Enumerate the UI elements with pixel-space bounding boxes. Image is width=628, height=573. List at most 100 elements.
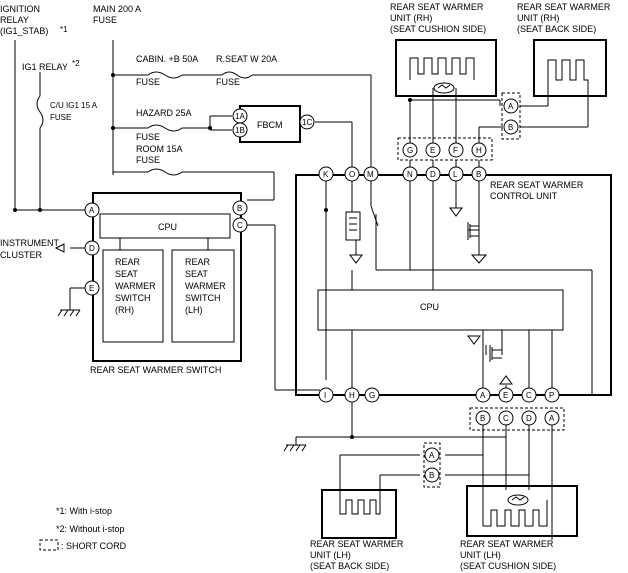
switch-title: REAR SEAT WARMER SWITCH — [90, 365, 221, 375]
svg-text:(LH): (LH) — [185, 305, 203, 315]
fbcm-box: FBCM — [239, 105, 301, 143]
svg-text:*2: *2 — [72, 59, 80, 68]
svg-text:(SEAT CUSHION SIDE): (SEAT CUSHION SIDE) — [390, 24, 486, 34]
svg-text:FBCM: FBCM — [257, 120, 283, 130]
rh-connectors: G E F H A B — [402, 98, 519, 158]
svg-text:H: H — [476, 146, 482, 155]
svg-text:INSTRUMENT: INSTRUMENT — [0, 238, 59, 248]
svg-text:F: F — [453, 146, 458, 155]
svg-text:H: H — [349, 391, 355, 400]
switch-connectors: A B C D E — [84, 200, 248, 296]
room-fuse-label: ROOM 15A FUSE — [136, 144, 183, 165]
svg-text:C/U IG1 15 A: C/U IG1 15 A — [50, 101, 98, 110]
hazard-fuse-label: HAZARD 25A FUSE — [136, 108, 192, 142]
lh-connectors: B C D A A B — [424, 410, 560, 483]
svg-text:*1: With i-stop: *1: With i-stop — [56, 506, 112, 516]
instrument-cluster-label: INSTRUMENT CLUSTER — [0, 238, 65, 260]
rseat-fuse-label: R.SEAT W 20A FUSE — [216, 54, 277, 87]
wires — [14, 40, 593, 540]
svg-text:SWITCH: SWITCH — [185, 293, 221, 303]
svg-text:SEAT: SEAT — [115, 269, 138, 279]
svg-text:D: D — [526, 414, 532, 423]
svg-text:REAR SEAT WARMER: REAR SEAT WARMER — [390, 2, 484, 12]
power-arrow-icon — [499, 375, 513, 385]
svg-text:SEAT: SEAT — [185, 269, 208, 279]
transistor-icon-1 — [467, 222, 488, 264]
svg-text:1A: 1A — [235, 112, 245, 121]
lh-short-cord — [423, 407, 565, 488]
svg-text:REAR: REAR — [115, 257, 141, 267]
svg-text:D: D — [89, 244, 95, 253]
ignition-relay-label: IGNITION RELAY (IG1_STAB) *1 — [0, 4, 68, 36]
svg-text:CONTROL UNIT: CONTROL UNIT — [490, 191, 558, 201]
svg-text:IGNITION: IGNITION — [0, 4, 40, 14]
svg-text:REAR SEAT WARMER: REAR SEAT WARMER — [490, 180, 584, 190]
junction-dots — [13, 73, 412, 439]
cu-fuse-label: C/U IG1 15 A FUSE — [50, 101, 98, 122]
rh-short-cord — [397, 92, 521, 161]
rh-back-label: REAR SEAT WARMER UNIT (RH) (SEAT BACK SI… — [517, 2, 611, 34]
svg-text:FUSE: FUSE — [216, 77, 240, 87]
svg-text:: SHORT CORD: : SHORT CORD — [61, 541, 127, 551]
svg-text:HAZARD 25A: HAZARD 25A — [136, 108, 192, 118]
switch-box: CPU REAR SEAT WARMER SWITCH (RH) REAR SE… — [92, 192, 242, 362]
svg-text:IG1 RELAY: IG1 RELAY — [22, 62, 68, 72]
svg-text:WARMER: WARMER — [185, 281, 226, 291]
svg-text:SWITCH: SWITCH — [115, 293, 151, 303]
lh-cushion-unit — [466, 485, 578, 537]
svg-text:FUSE: FUSE — [136, 132, 160, 142]
svg-text:FUSE: FUSE — [50, 113, 71, 122]
relay-icon — [345, 205, 379, 241]
control-unit-top-connectors: K O M N D L B — [318, 166, 487, 182]
main-fuse-label: MAIN 200 A FUSE — [93, 4, 141, 25]
ground-icon-l — [449, 207, 463, 217]
svg-text:(SEAT CUSHION SIDE): (SEAT CUSHION SIDE) — [460, 561, 556, 571]
svg-text:B: B — [237, 204, 242, 213]
svg-text:M: M — [367, 170, 374, 179]
rh-back-unit — [533, 39, 607, 97]
svg-text:A: A — [508, 102, 514, 111]
svg-text:FUSE: FUSE — [136, 155, 160, 165]
svg-text:E: E — [503, 391, 508, 400]
svg-text:O: O — [349, 170, 355, 179]
notes: *1: With i-stop *2: Without i-stop : SHO… — [39, 506, 127, 551]
svg-text:B: B — [429, 471, 434, 480]
rh-cushion-label: REAR SEAT WARMER UNIT (RH) (SEAT CUSHION… — [390, 2, 486, 34]
ground-icon-bus — [283, 444, 307, 452]
svg-text:*2: Without i-stop: *2: Without i-stop — [56, 524, 125, 534]
svg-text:REAR: REAR — [185, 257, 211, 267]
svg-text:1C: 1C — [302, 118, 312, 127]
svg-text:E: E — [89, 284, 94, 293]
svg-text:L: L — [453, 170, 458, 179]
lh-cushion-label: REAR SEAT WARMER UNIT (LH) (SEAT CUSHION… — [460, 539, 556, 571]
svg-text:G: G — [369, 391, 375, 400]
svg-text:REAR SEAT WARMER: REAR SEAT WARMER — [517, 2, 611, 12]
svg-text:(IG1_STAB): (IG1_STAB) — [0, 26, 48, 36]
lh-back-unit — [321, 489, 397, 539]
svg-text:K: K — [323, 170, 329, 179]
lh-back-label: REAR SEAT WARMER UNIT (LH) (SEAT BACK SI… — [310, 539, 404, 571]
svg-text:C: C — [503, 414, 509, 423]
svg-text:B: B — [508, 123, 513, 132]
svg-text:(RH): (RH) — [115, 305, 134, 315]
control-unit-bottom-connectors: I H G A E C P — [318, 387, 560, 403]
ground-icon-relay — [349, 254, 363, 264]
svg-text:N: N — [407, 170, 413, 179]
svg-text:E: E — [430, 146, 435, 155]
ig1-relay-label: IG1 RELAY *2 — [22, 59, 80, 72]
svg-text:FUSE: FUSE — [93, 15, 117, 25]
svg-text:A: A — [429, 451, 435, 460]
svg-text:D: D — [430, 170, 436, 179]
svg-text:CPU: CPU — [158, 222, 177, 232]
svg-text:B: B — [476, 170, 481, 179]
fuses — [36, 71, 253, 176]
svg-text:1B: 1B — [235, 126, 245, 135]
svg-text:A: A — [89, 206, 95, 215]
svg-text:CABIN. +B 50A: CABIN. +B 50A — [136, 54, 198, 64]
svg-text:UNIT (RH): UNIT (RH) — [390, 13, 432, 23]
svg-text:(SEAT BACK SIDE): (SEAT BACK SIDE) — [310, 561, 389, 571]
svg-text:ROOM 15A: ROOM 15A — [136, 144, 183, 154]
svg-text:FUSE: FUSE — [136, 77, 160, 87]
svg-text:REAR SEAT WARMER: REAR SEAT WARMER — [460, 539, 554, 549]
